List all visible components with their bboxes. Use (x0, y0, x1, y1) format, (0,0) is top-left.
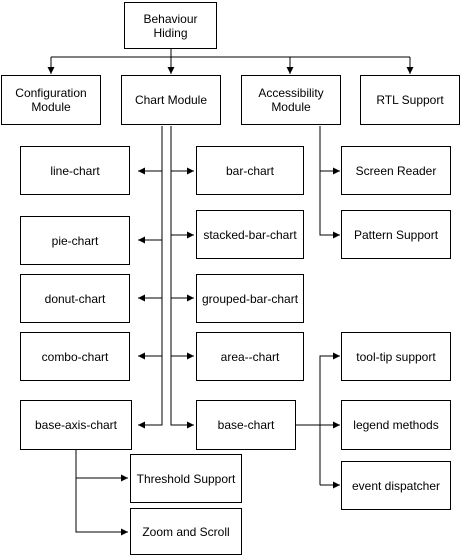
node-accessibility-module: Accessibility Module (241, 75, 341, 125)
access-connectors (319, 126, 340, 239)
chart-left-connectors (138, 126, 163, 429)
node-chart-module: Chart Module (121, 75, 221, 125)
node-threshold-support: Threshold Support (130, 454, 242, 503)
chart-right-connectors (170, 126, 194, 429)
node-rtl-support: RTL Support (360, 75, 460, 125)
node-line-chart: line-chart (20, 146, 130, 195)
node-zoom-and-scroll: Zoom and Scroll (130, 508, 242, 555)
node-legend-methods: legend methods (341, 400, 451, 450)
node-base-chart: base-chart (196, 400, 296, 450)
node-pattern-support: Pattern Support (341, 210, 451, 259)
node-area-chart: area--chart (196, 332, 304, 381)
node-event-dispatcher: event dispatcher (341, 461, 451, 510)
root-connectors (47, 49, 414, 74)
node-configuration-module: Configuration Module (1, 75, 101, 125)
node-donut-chart: donut-chart (20, 274, 130, 323)
node-behaviour-hiding: Behaviour Hiding (124, 2, 217, 49)
node-base-axis-chart: base-axis-chart (20, 400, 132, 450)
node-grouped-bar-chart: grouped-bar-chart (196, 274, 304, 323)
basechart-connectors (295, 352, 340, 489)
node-pie-chart: pie-chart (20, 216, 130, 265)
node-stacked-bar-chart: stacked-bar-chart (196, 210, 304, 259)
baseaxis-connectors (75, 450, 128, 536)
node-combo-chart: combo-chart (20, 332, 130, 381)
node-screen-reader: Screen Reader (341, 146, 451, 195)
node-bar-chart: bar-chart (196, 146, 304, 195)
node-tool-tip-support: tool-tip support (341, 332, 451, 381)
